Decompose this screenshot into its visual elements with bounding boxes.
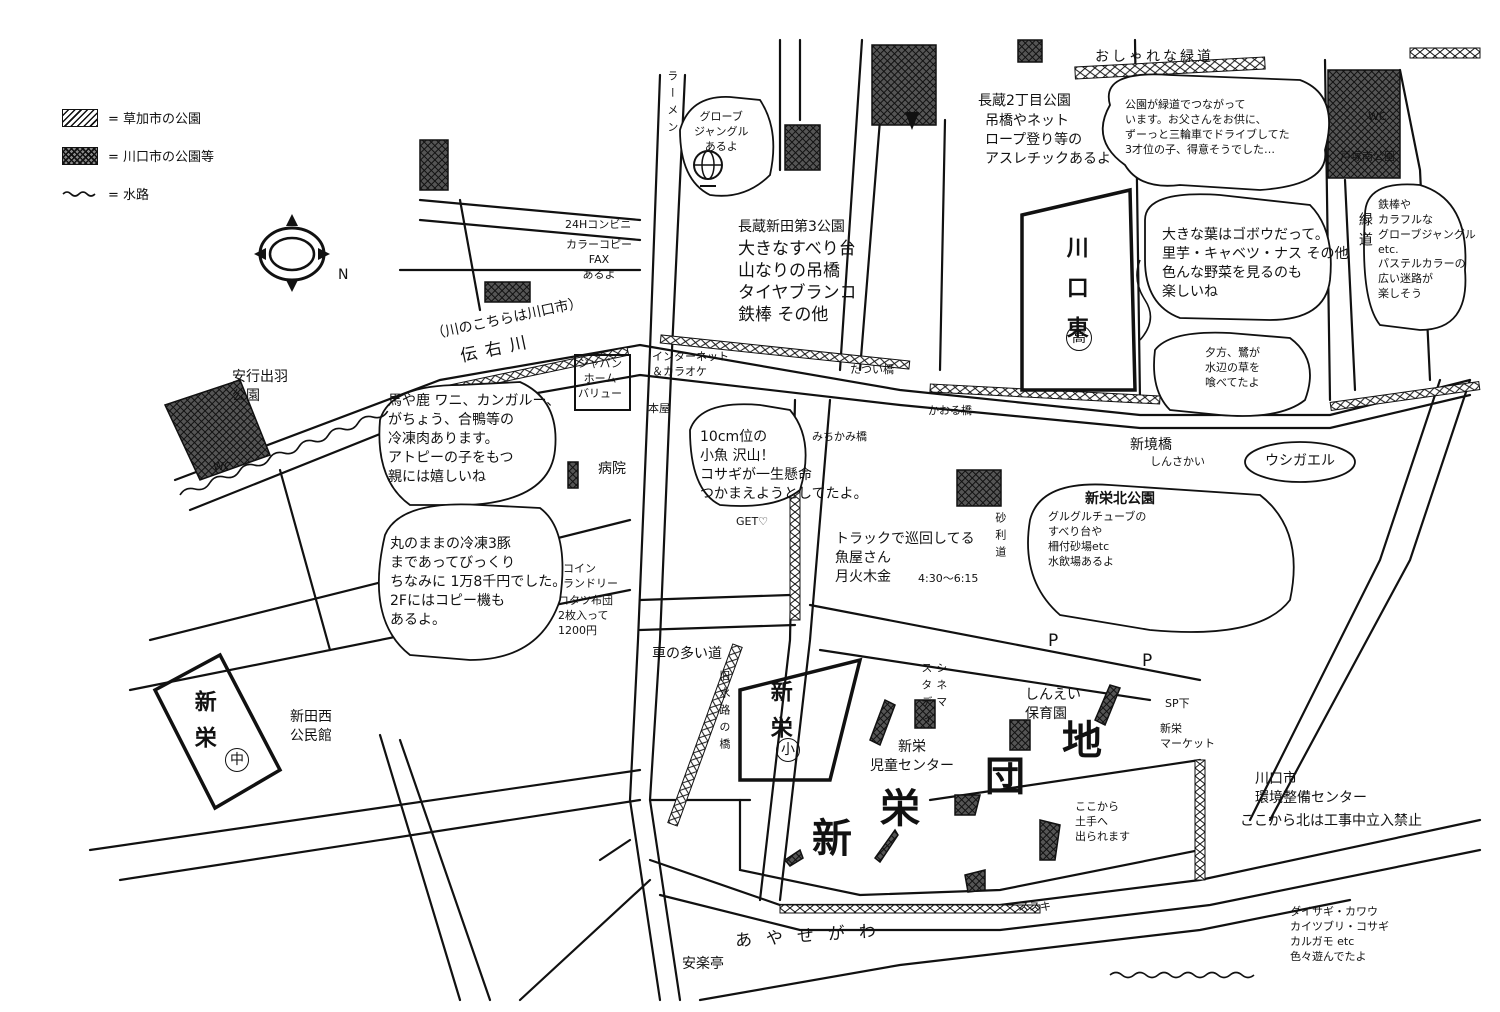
parking-2-label: P xyxy=(1142,651,1153,671)
shineikita-label: 新栄北公園 xyxy=(1085,491,1155,507)
shinei-hoikuen-label: しんえい 保育園 xyxy=(1025,687,1081,722)
nagakura-2-label: 長蔵2丁目公園 xyxy=(978,93,1071,109)
internet-karaoke-label: インターネット ＆カラオケ xyxy=(652,350,729,378)
legend-soka-park: = 草加市の公園 xyxy=(62,108,201,127)
jari-michi-label: 砂利道 xyxy=(993,512,1007,563)
shinei-jido-label: 新栄 児童センター xyxy=(870,739,954,774)
shinden-nishi-label: 新田西 公民館 xyxy=(290,709,332,744)
buta-note: 丸のままの冷凍3豚 まであってびっくり ちなみに 1万8千円でした。 2Fにはコ… xyxy=(390,536,567,628)
danchi-char-3: 団 xyxy=(985,754,1025,800)
basashi-note: 馬や鹿 ワニ、カンガルー、 がちょう、合鴨等の 冷凍肉あります。 アトピーの子を… xyxy=(388,393,561,485)
compass-rose-icon xyxy=(254,214,330,292)
road-oshare-ryokudo-label: おしゃれな緑道 xyxy=(1095,49,1214,65)
kosakana-note: 10cm位の 小魚 沢山！ コサギが一生懸命 つかまえようとしてたよ。 xyxy=(700,429,868,502)
anyuude-wc-label: WC xyxy=(213,460,232,473)
parking-1-label: P xyxy=(1048,631,1059,651)
bridge-shinsakai-label: 新境橋 xyxy=(1130,437,1172,453)
legend-waterway-label: = 水路 xyxy=(108,188,150,203)
buildings xyxy=(152,187,1137,811)
road-kuruma-label: 車の多い道 xyxy=(652,646,722,662)
note-bubbles xyxy=(377,73,1467,661)
fish-truck-note: トラックで巡回してる 魚屋さん 月火木金 xyxy=(835,531,975,585)
ryokudo-note: 公園が緑道でつながって います。お父さんをお供に、 ずーっと三輪車でドライブして… xyxy=(1125,98,1290,156)
hospital-label: 病院 xyxy=(598,461,626,477)
legend-waterway: = 水路 xyxy=(62,184,149,203)
bookstore-label: 本屋 xyxy=(648,402,670,415)
road-ryokudo-label: 緑道 xyxy=(1356,212,1373,252)
anyuude-park-label: 安行出羽 公園 xyxy=(232,369,288,404)
road-kyu-suiro-label: 旧水路の橋 xyxy=(717,670,731,755)
danchi-char-2: 栄 xyxy=(880,786,920,832)
anrakutei-label: 安楽亭 xyxy=(682,956,724,972)
shinei-sho-badge: 小 xyxy=(776,738,800,762)
kankyo-center-label: 川口市 環境整備センター xyxy=(1255,771,1367,806)
legend-kawaguchi-label: = 川口市の公園等 xyxy=(108,150,215,165)
glove-jungle-label: グローブ ジャングル あるよ xyxy=(694,110,749,153)
nagakura-3-note: 大きなすべり台 山なりの吊橋 タイヤブランコ 鉄棒 その他 xyxy=(738,239,857,326)
get-note: GET♡ xyxy=(736,515,769,528)
tozuka-minami-label: 戸塚南公園 xyxy=(1340,150,1395,163)
wave-line-icon xyxy=(62,190,96,197)
shinei-chu-badge: 中 xyxy=(225,748,249,772)
hatch-swatch-icon xyxy=(62,108,98,127)
japan-home-value-label: ジャパン ホーム バリュー xyxy=(578,357,622,400)
fish-time-note: 4:30〜6:15 xyxy=(918,572,979,585)
konbini-note: カラーコピー FAX あるよ xyxy=(566,238,632,281)
kouji-note: ここから北は工事中立入禁止 xyxy=(1240,813,1422,829)
globe-jungle-icon xyxy=(693,150,723,187)
kawaguchi-higashi-badge: 高 xyxy=(1066,325,1092,351)
danchi-char-4: 地 xyxy=(1062,718,1102,764)
road-ramen-label: ラーメン xyxy=(665,70,679,138)
coin-laundry-label: コイン ランドリー xyxy=(563,562,618,590)
compass-north-label: N xyxy=(338,267,349,283)
direction-arrows xyxy=(905,112,919,130)
kawaguchi-parks xyxy=(163,39,1401,893)
danchi-char-1: 新 xyxy=(812,816,852,862)
susuki-label: ススキ xyxy=(1018,900,1051,913)
birds-note: ダイサギ・カワウ カイツブリ・コサギ カルガモ etc 色々遊んでたよ xyxy=(1290,905,1389,963)
bridge-kaoru-label: かおる橋 xyxy=(928,404,972,417)
sagi-note: 夕方、鷺が 水辺の草を 喰べてたよ xyxy=(1205,346,1260,389)
tetsubo-note: 鉄棒や カラフルな グローブジャングル etc. パステルカラーの 広い迷路が … xyxy=(1378,198,1476,301)
shinei-market-label: 新栄 マーケット xyxy=(1160,722,1215,750)
sp-shimo-label: SP下 xyxy=(1165,697,1190,710)
coin-laundry-note: コタツ布団 2枚入って 1200円 xyxy=(558,594,613,637)
legend-kawaguchi-park: = 川口市の公園等 xyxy=(62,146,214,165)
shinei-chu-label: 新栄 xyxy=(190,690,216,762)
crosshatch-swatch-icon xyxy=(62,146,98,165)
shineikita-note: グルグルチューブの すべり台や 柵付砂場etc 水飲場あるよ xyxy=(1048,510,1147,568)
bridge-michikami-label: みちかみ橋 xyxy=(812,430,867,443)
bridge-tatsui-label: たつい橋 xyxy=(850,363,894,376)
nagakura-2-note: 吊橋やネット ロープ登り等の アスレチックあるよ xyxy=(985,113,1111,167)
dote-note: ここから 土手へ 出られます xyxy=(1075,800,1130,843)
ushigaeru-note: ウシガエル xyxy=(1265,453,1335,469)
waterways xyxy=(179,259,1255,979)
gobou-note: 大きな葉はゴボウだって。 里芋・キャベツ・ナス その他 色んな野菜を見るのも 楽… xyxy=(1162,227,1349,300)
konbini-label: 24Hコンビニ xyxy=(565,218,632,231)
tozuka-wc-label: WC xyxy=(1368,110,1387,123)
bridge-shinsakai-reading: しんさかい xyxy=(1150,455,1205,468)
legend-soka-label: = 草加市の公園 xyxy=(108,112,202,127)
cinema-label: シネマ スタディ xyxy=(919,662,948,730)
nagakura-3-label: 長蔵新田第3公園 xyxy=(738,219,845,235)
